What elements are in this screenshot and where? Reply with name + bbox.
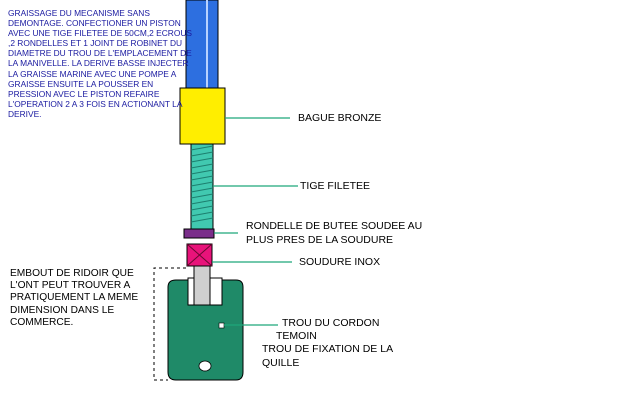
blue-shaft [185,0,219,89]
cord-hole [218,322,225,329]
label-bague-bronze: BAGUE BRONZE [298,112,382,124]
weld-cross-b [186,243,213,267]
label-trou-cordon-2: TEMOIN [276,330,317,342]
turnbuckle-fitting [167,279,244,381]
bronze-bushing [179,87,226,145]
threaded-rod [190,143,214,230]
keel-fixing-hole [198,360,212,372]
label-tige-filetee: TIGE FILETEE [300,180,371,192]
dashed-outline [153,267,186,381]
label-soudure-inox: SOUDURE INOX [299,256,381,268]
label-trou-fixation-1: TROU DE FIXATION DE LA [262,343,394,355]
label-rondelle-line-2: PLUS PRES DE LA SOUDURE [246,234,394,246]
rod-end [193,265,211,306]
greasing-instructions: GRAISSAGE DU MECANISME SANS DEMONTAGE. C… [8,8,192,119]
stop-washer [183,228,215,239]
label-trou-fixation-2: QUILLE [262,357,300,369]
label-embout-ridoir: EMBOUT DE RIDOIR QUE L'ONT PEUT TROUVER … [10,268,139,328]
label-rondelle-line-1: RONDELLE DE BUTEE SOUDEE AU [246,220,423,232]
thread-hatching [190,145,214,223]
label-trou-cordon-1: TROU DU CORDON [282,317,380,329]
